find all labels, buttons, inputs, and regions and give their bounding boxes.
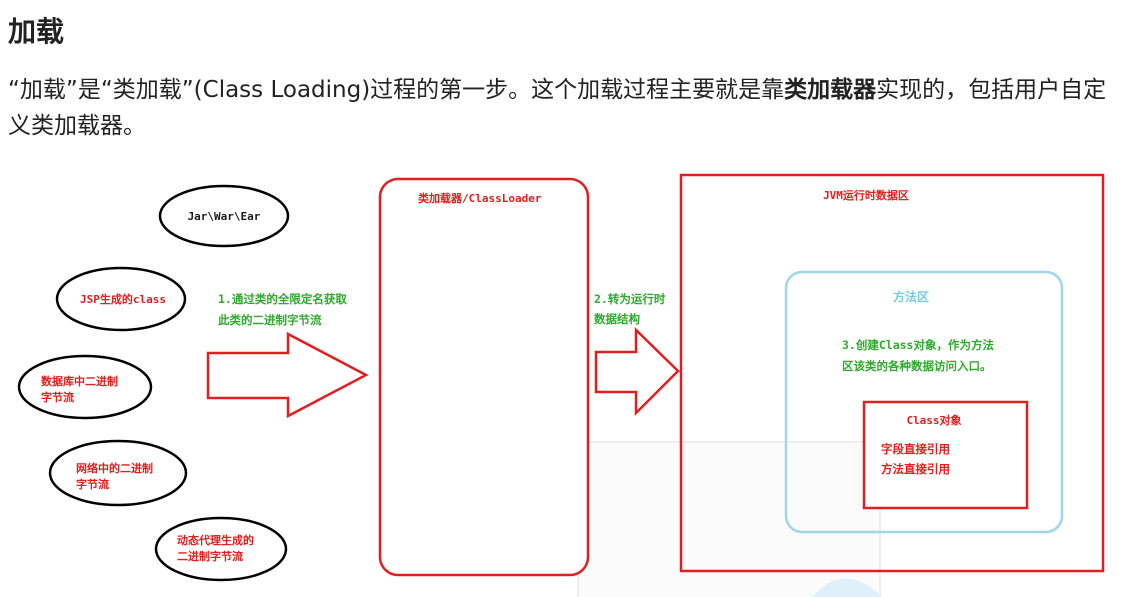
- jvm-runtime-area: [679, 173, 1105, 573]
- source-database-label-2: 字节流: [41, 390, 74, 404]
- classloader-box: [378, 177, 590, 577]
- method-area-title: 方法区: [893, 289, 929, 304]
- paragraph-bold-term: 类加载器: [784, 77, 877, 103]
- paragraph-text-1: “加载”是“类加载”(Class Loading)过程的第一步。这个加载过程主要…: [8, 77, 785, 103]
- source-network-label-1: 网络中的二进制: [76, 461, 153, 475]
- step2-label-2: 数据结构: [594, 312, 640, 326]
- step1-arrow: [206, 331, 369, 419]
- method-reference: 方法直接引用: [881, 462, 950, 476]
- source-jar: Jar\War\Ear: [158, 184, 290, 248]
- step2-label-1: 2.转为运行时: [594, 292, 666, 306]
- method-area: [784, 270, 1064, 534]
- step3-label-1: 3.创建Class对象，作为方法: [842, 338, 994, 352]
- overlay-panel: [577, 441, 881, 597]
- step1-label-1: 1.通过类的全限定名获取: [218, 292, 347, 306]
- section-paragraph: “加载”是“类加载”(Class Loading)过程的第一步。这个加载过程主要…: [8, 72, 1118, 144]
- step3-label-2: 区该类的各种数据访问入口。: [842, 359, 992, 373]
- class-object-title: Class对象: [906, 413, 961, 427]
- source-proxy-label-2: 二进制字节流: [177, 549, 243, 563]
- source-database: 数据库中二进制 字节流: [17, 354, 153, 420]
- source-jsp-label: JSP生成的class: [80, 292, 166, 306]
- class-loading-diagram: Jar\War\Ear JSP生成的class 数据库中二进制 字节流 网络中的…: [17, 173, 1105, 597]
- classloader-title: 类加载器/ClassLoader: [418, 191, 542, 205]
- field-reference: 字段直接引用: [881, 442, 950, 456]
- step1-label-2: 此类的二进制字节流: [218, 313, 322, 327]
- section-heading: 加载: [8, 15, 65, 48]
- source-network-label-2: 字节流: [76, 477, 109, 491]
- source-jsp: JSP生成的class: [55, 266, 187, 332]
- source-database-label-1: 数据库中二进制: [41, 374, 118, 388]
- paragraph-text-2: 实现的，包括用户自定义类加载器。: [8, 77, 1107, 139]
- source-proxy: 动态代理生成的 二进制字节流: [154, 516, 288, 582]
- source-proxy-label-1: 动态代理生成的: [177, 533, 254, 547]
- class-object-box: [862, 400, 1029, 510]
- overlay-blue-arc: [812, 578, 882, 597]
- jvm-runtime-title: JVM运行时数据区: [823, 188, 909, 202]
- source-jar-label: Jar\War\Ear: [188, 210, 261, 223]
- step2-arrow: [594, 327, 680, 417]
- source-network: 网络中的二进制 字节流: [48, 439, 188, 507]
